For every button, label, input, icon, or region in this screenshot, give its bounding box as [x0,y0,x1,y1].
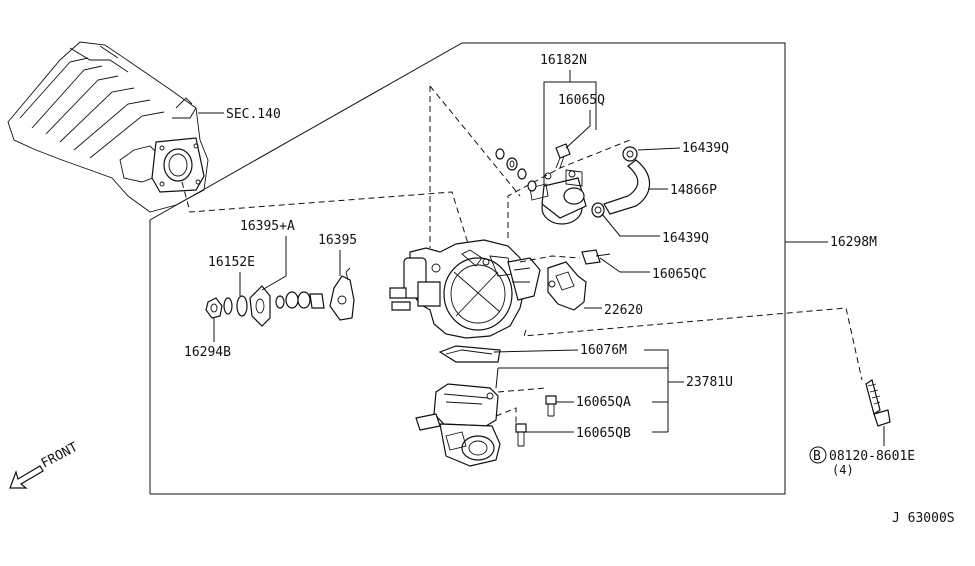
idle-control-block [415,383,501,467]
label-22620: 22620 [604,303,643,318]
screw-16065QC [581,249,611,265]
assembly-boundary [149,42,786,495]
label-assembly-16298M: 16298M [830,235,877,250]
label-23781U: 23781U [686,375,733,390]
circle-b-letter: B [813,449,821,464]
label-16395: 16395 [318,233,357,248]
label-16152E: 16152E [208,255,255,270]
label-16182N: 16182N [540,53,587,68]
label-16395A: 16395+A [240,219,295,234]
gasket-16076M [438,345,501,363]
hose-14866P [603,159,651,215]
label-bolt-part: 08120-8601E [829,449,915,464]
front-arrow-icon [9,465,44,489]
lever-plate [236,285,271,327]
washer-set [495,148,537,192]
throttle-position-sensor [547,261,587,311]
screw-16065QA [545,395,557,417]
label-16065Q: 16065Q [558,93,605,108]
idle-air-control-valve [529,169,587,225]
nut-16294B [205,297,223,319]
spring-set [275,291,325,309]
bolt-08120-8601E [865,379,891,446]
throttle-body [389,239,541,339]
label-16294B: 16294B [184,345,231,360]
label-16065QA: 16065QA [576,395,631,410]
intake-manifold-illustration [7,41,209,213]
label-14866P: 14866P [670,183,717,198]
diagram-code: J 63000S [892,511,955,526]
label-bolt-qty: (4) [832,463,854,477]
label-front: FRONT [39,440,81,472]
label-16076M: 16076M [580,343,627,358]
label-16065QC: 16065QC [652,267,707,282]
label-16439Q-bottom: 16439Q [662,231,709,246]
screw-16065QB [515,423,527,447]
label-16439Q-top: 16439Q [682,141,729,156]
screw-16065Q [555,143,571,169]
washer-16152E [223,297,233,315]
label-sec-140: SEC.140 [226,107,281,122]
throttle-lever-16395 [329,267,355,321]
hose-clamp-top [622,146,638,162]
label-16065QB: 16065QB [576,426,631,441]
circle-b-symbol [809,446,827,464]
hose-clamp-bottom [591,202,605,218]
